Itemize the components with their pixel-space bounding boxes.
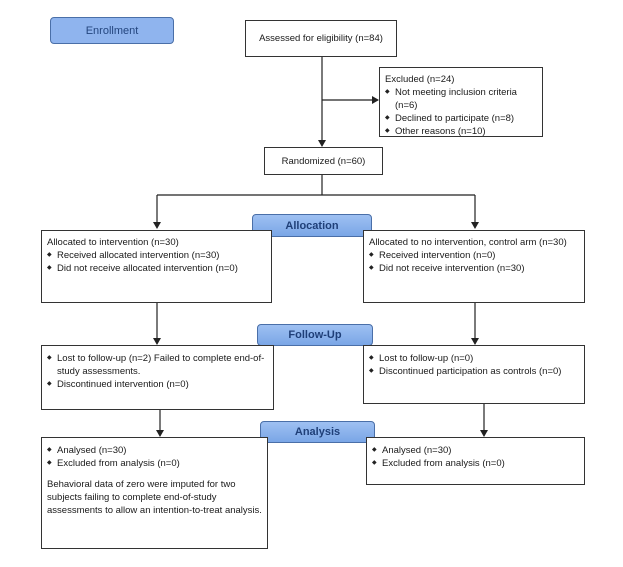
stage-followup: Follow-Up [257,324,373,346]
control-analysis-item: Excluded from analysis (n=0) [372,457,579,470]
assessed-text: Assessed for eligibility (n=84) [259,33,383,44]
excluded-box: Excluded (n=24) Not meeting inclusion cr… [379,67,543,138]
intervention-followup-item: Lost to follow-up (n=2) Failed to comple… [47,352,268,378]
intervention-allocation-title: Allocated to intervention (n=30) [47,237,179,248]
intervention-analysis-box: Analysed (n=30) Excluded from analysis (… [41,437,268,549]
intervention-analysis-item: Excluded from analysis (n=0) [47,457,262,470]
intervention-analysis-note: Behavioral data of zero were imputed for… [47,479,262,516]
control-allocation-title: Allocated to no intervention, control ar… [369,237,567,248]
intervention-followup-box: Lost to follow-up (n=2) Failed to comple… [41,345,274,410]
stage-allocation: Allocation [252,214,372,237]
control-followup-item: Discontinued participation as controls (… [369,365,579,378]
control-followup-item: Lost to follow-up (n=0) [369,352,579,365]
control-allocation-item: Received intervention (n=0) [369,249,579,262]
excluded-item: Not meeting inclusion criteria (n=6) [385,86,537,112]
intervention-allocation-item: Received allocated intervention (n=30) [47,249,266,262]
control-analysis-item: Analysed (n=30) [372,444,579,457]
control-allocation-box: Allocated to no intervention, control ar… [363,230,585,303]
excluded-item: Other reasons (n=10) [385,125,537,138]
assessed-box: Assessed for eligibility (n=84) [245,20,397,57]
randomized-box: Randomized (n=60) [264,147,383,175]
intervention-allocation-item: Did not receive allocated intervention (… [47,262,266,275]
control-allocation-item: Did not receive intervention (n=30) [369,262,579,275]
control-followup-box: Lost to follow-up (n=0) Discontinued par… [363,345,585,404]
stage-enrollment: Enrollment [50,17,174,44]
intervention-followup-item: Discontinued intervention (n=0) [47,378,268,391]
excluded-item: Declined to participate (n=8) [385,112,537,125]
stage-analysis: Analysis [260,421,375,443]
control-analysis-box: Analysed (n=30) Excluded from analysis (… [366,437,585,485]
randomized-text: Randomized (n=60) [281,155,366,167]
excluded-title: Excluded (n=24) [385,74,455,85]
intervention-analysis-item: Analysed (n=30) [47,444,262,457]
intervention-allocation-box: Allocated to intervention (n=30) Receive… [41,230,272,303]
